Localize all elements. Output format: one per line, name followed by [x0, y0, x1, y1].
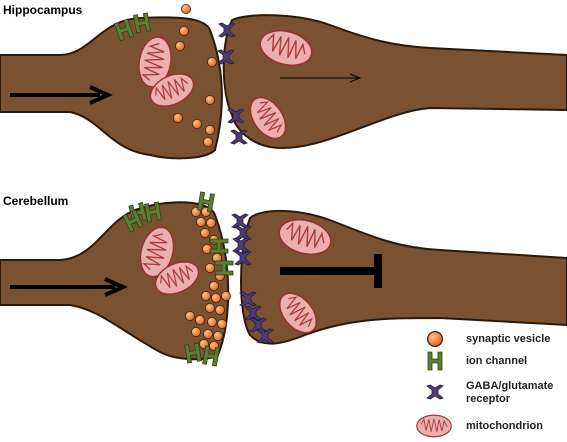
- synaptic-vesicle-icon: [199, 227, 211, 239]
- synaptic-vesicle-icon: [204, 262, 216, 274]
- synaptic-vesicle-icon: [206, 316, 218, 328]
- synaptic-vesicle-icon: [204, 302, 216, 314]
- synaptic-vesicle-icon: [180, 4, 192, 15]
- synaptic-vesicle-icon: [212, 330, 224, 342]
- legend: [416, 331, 452, 438]
- hippocampus-panel: [0, 4, 567, 160]
- legend-receptor-icon: [426, 384, 444, 400]
- synaptic-vesicle-icon: [204, 125, 216, 136]
- receptor-icon: [231, 213, 249, 229]
- synaptic-vesicle-icon: [210, 292, 222, 304]
- hippocampus-label: Hippocampus: [3, 3, 83, 17]
- cerebellum-label: Cerebellum: [3, 194, 69, 208]
- legend-receptor-label-line1: GABA/glutamate: [466, 380, 554, 392]
- receptor-icon: [230, 129, 248, 145]
- legend-vesicle-icon: [427, 331, 443, 347]
- cerebellum-panel: [0, 191, 567, 367]
- synaptic-vesicle-icon: [208, 280, 220, 292]
- synaptic-vesicle-icon: [202, 136, 214, 148]
- legend-ion-channel-icon: [427, 351, 443, 371]
- synaptic-vesicle-icon: [214, 304, 226, 316]
- synaptic-vesicle-icon: [205, 217, 217, 229]
- legend-receptor-label: GABA/glutamate receptor: [466, 380, 553, 406]
- synaptic-vesicle-icon: [190, 326, 202, 338]
- synaptic-vesicle-icon: [174, 41, 186, 51]
- legend-ion-channel-label: ion channel: [466, 355, 528, 367]
- legend-mitochondrion-icon: [416, 414, 452, 438]
- legend-vesicle-label: synaptic vesicle: [466, 333, 551, 345]
- synaptic-vesicle-icon: [195, 216, 207, 228]
- synaptic-vesicle-icon: [206, 57, 218, 67]
- synaptic-vesicle-icon: [191, 119, 203, 130]
- synaptic-vesicle-icon: [220, 290, 232, 302]
- synaptic-vesicle-icon: [216, 318, 228, 330]
- synaptic-vesicle-icon: [178, 25, 190, 36]
- synaptic-vesicle-icon: [194, 314, 206, 326]
- legend-mitochondrion-label: mitochondrion: [466, 420, 543, 432]
- synaptic-vesicle-icon: [204, 95, 216, 105]
- synaptic-vesicle-icon: [172, 113, 184, 123]
- synaptic-vesicle-icon: [184, 310, 196, 322]
- legend-receptor-label-line2: receptor: [466, 393, 511, 405]
- synaptic-vesicle-icon: [200, 290, 212, 302]
- synaptic-vesicle-icon: [202, 328, 214, 340]
